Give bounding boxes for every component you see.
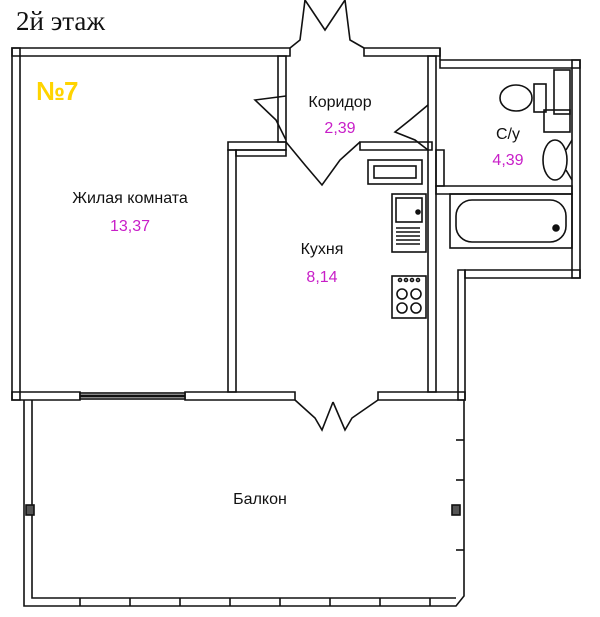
interior-walls (227, 55, 573, 393)
living-room-name: Жилая комната (72, 190, 188, 207)
bathroom-sink-icon (542, 139, 573, 181)
bathroom-name: С/у (496, 126, 520, 143)
kitchen-counter (367, 159, 423, 185)
stove-icon (391, 275, 427, 319)
floor-title: 2й этаж (16, 6, 106, 36)
kitchen-name: Кухня (300, 241, 344, 258)
bathroom-area: 4,39 (492, 152, 524, 169)
bathroom-shelf (543, 69, 571, 133)
balcony-doors (294, 399, 379, 432)
kitchen-area: 8,14 (306, 269, 338, 286)
living-room-window (79, 392, 186, 400)
balcony-structure (23, 400, 465, 607)
kitchen-sink-icon (391, 193, 427, 253)
balcony-name: Балкон (233, 491, 287, 508)
entrance-doors (253, 0, 365, 187)
apartment-number: №7 (36, 76, 78, 106)
exterior-walls (11, 47, 581, 401)
living-room-area: 13,37 (109, 218, 151, 235)
toilet-icon (499, 83, 547, 113)
corridor-name: Коридор (308, 94, 372, 111)
bathtub-icon (449, 193, 573, 249)
corridor-area: 2,39 (324, 120, 356, 137)
bathroom-door (393, 104, 429, 151)
